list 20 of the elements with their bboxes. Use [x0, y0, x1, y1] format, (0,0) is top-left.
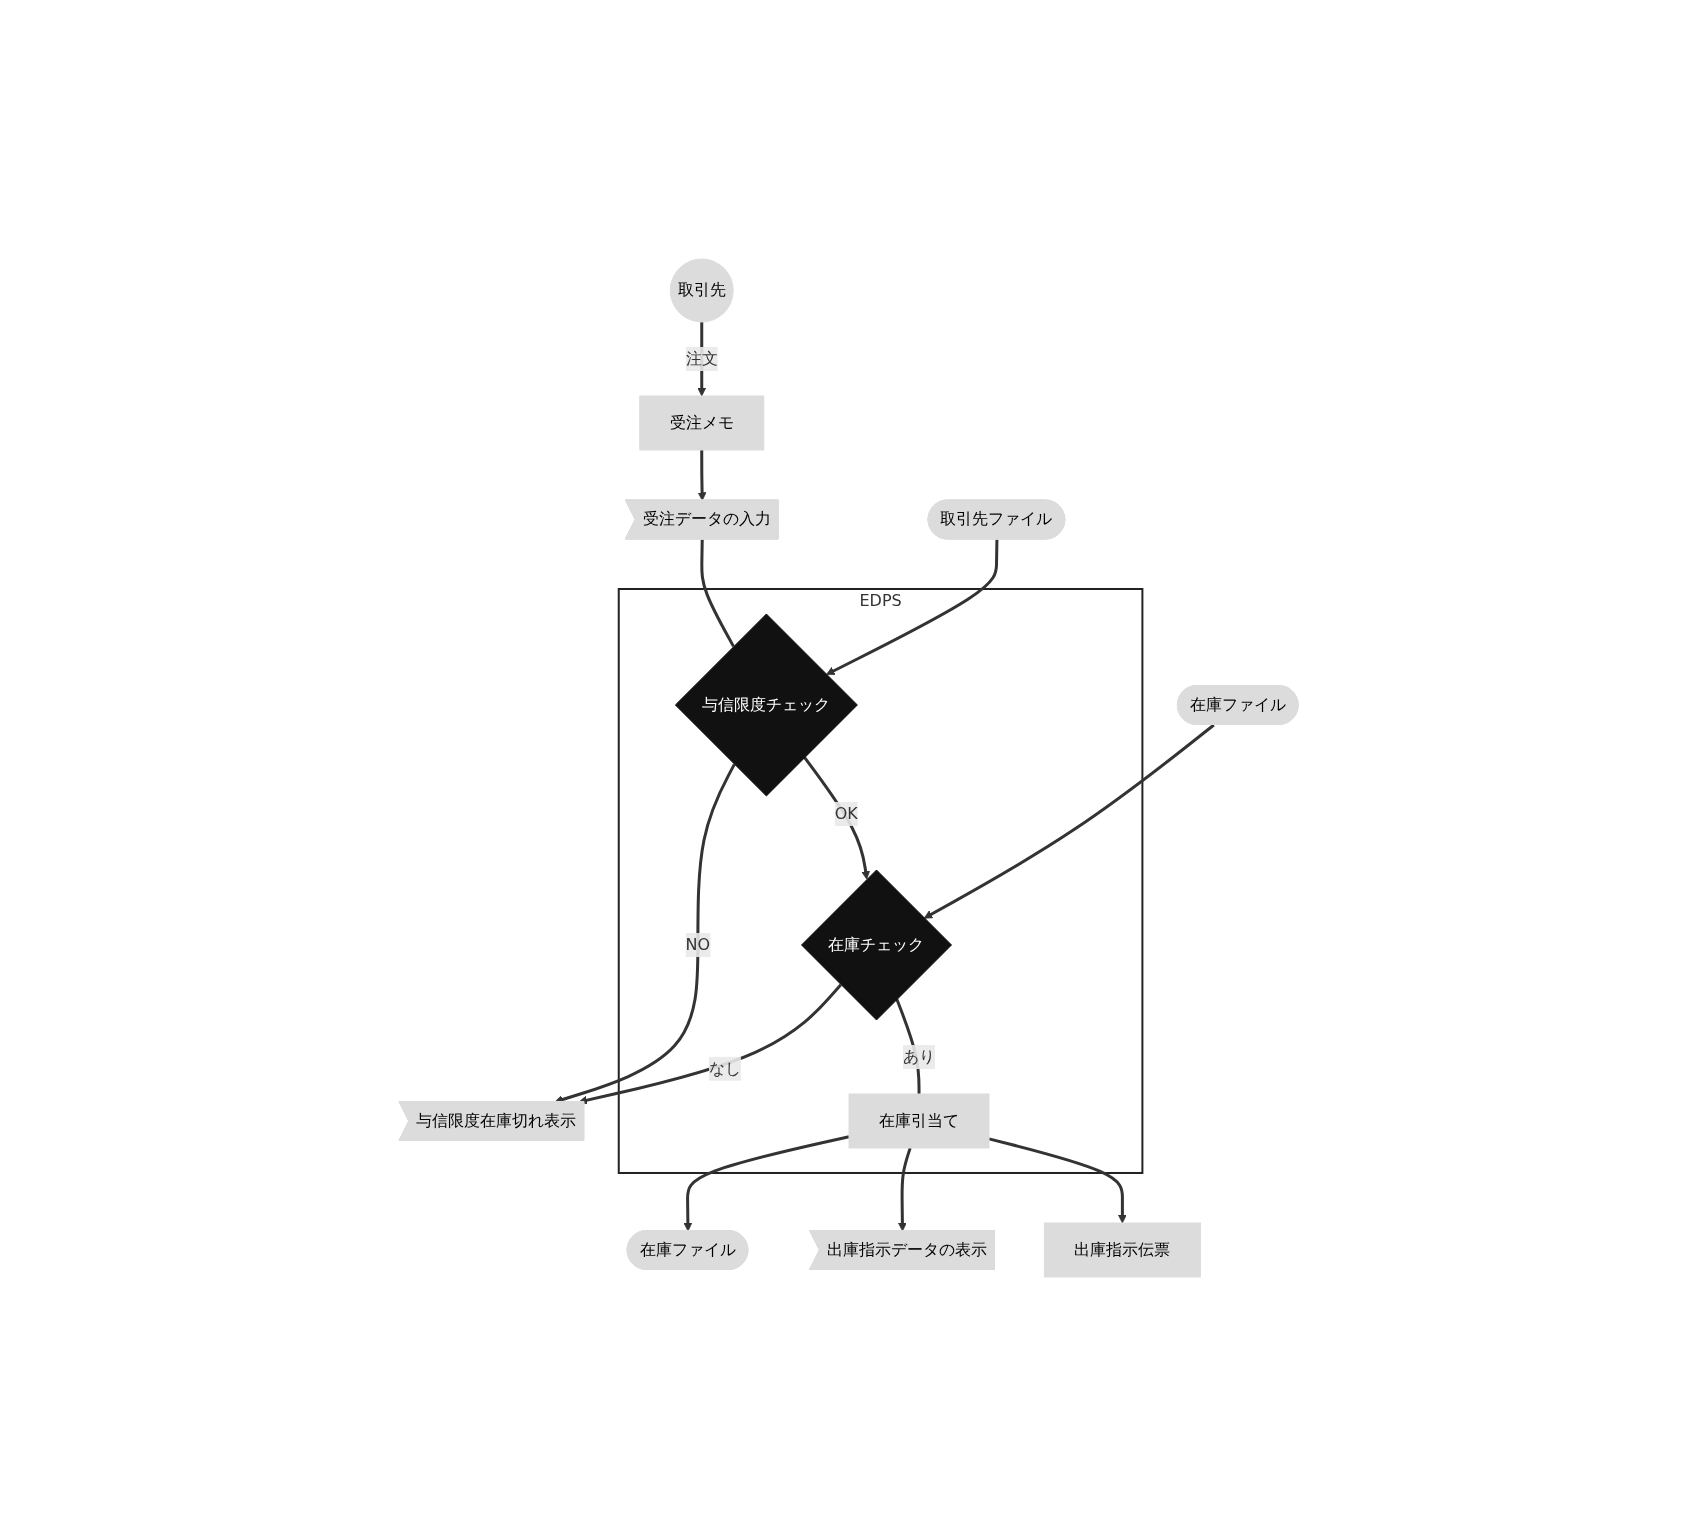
edge-label: OK — [834, 803, 858, 823]
arrow — [897, 1147, 912, 1232]
node-box: 受注メモ — [639, 395, 765, 451]
edge-label: あり — [902, 1046, 935, 1066]
node-circle: 取引先 — [669, 258, 734, 323]
connector — [700, 539, 735, 648]
edge-label: 注文 — [685, 349, 718, 368]
arrow — [697, 450, 707, 501]
arrow — [825, 539, 999, 675]
arrow — [578, 983, 842, 1105]
node-box: 在庫引当て — [848, 1093, 990, 1149]
edge-label: NO — [685, 934, 711, 954]
arrow — [683, 1135, 850, 1232]
node-box: 出庫指示伝票 — [1043, 1222, 1201, 1278]
arrow — [923, 723, 1215, 919]
edge-label: なし — [708, 1058, 741, 1078]
arrow — [988, 1137, 1127, 1224]
node-diamond: 在庫チェック — [800, 869, 952, 1021]
node-diamond: 与信限度チェック — [674, 613, 858, 797]
arrow — [803, 756, 870, 880]
